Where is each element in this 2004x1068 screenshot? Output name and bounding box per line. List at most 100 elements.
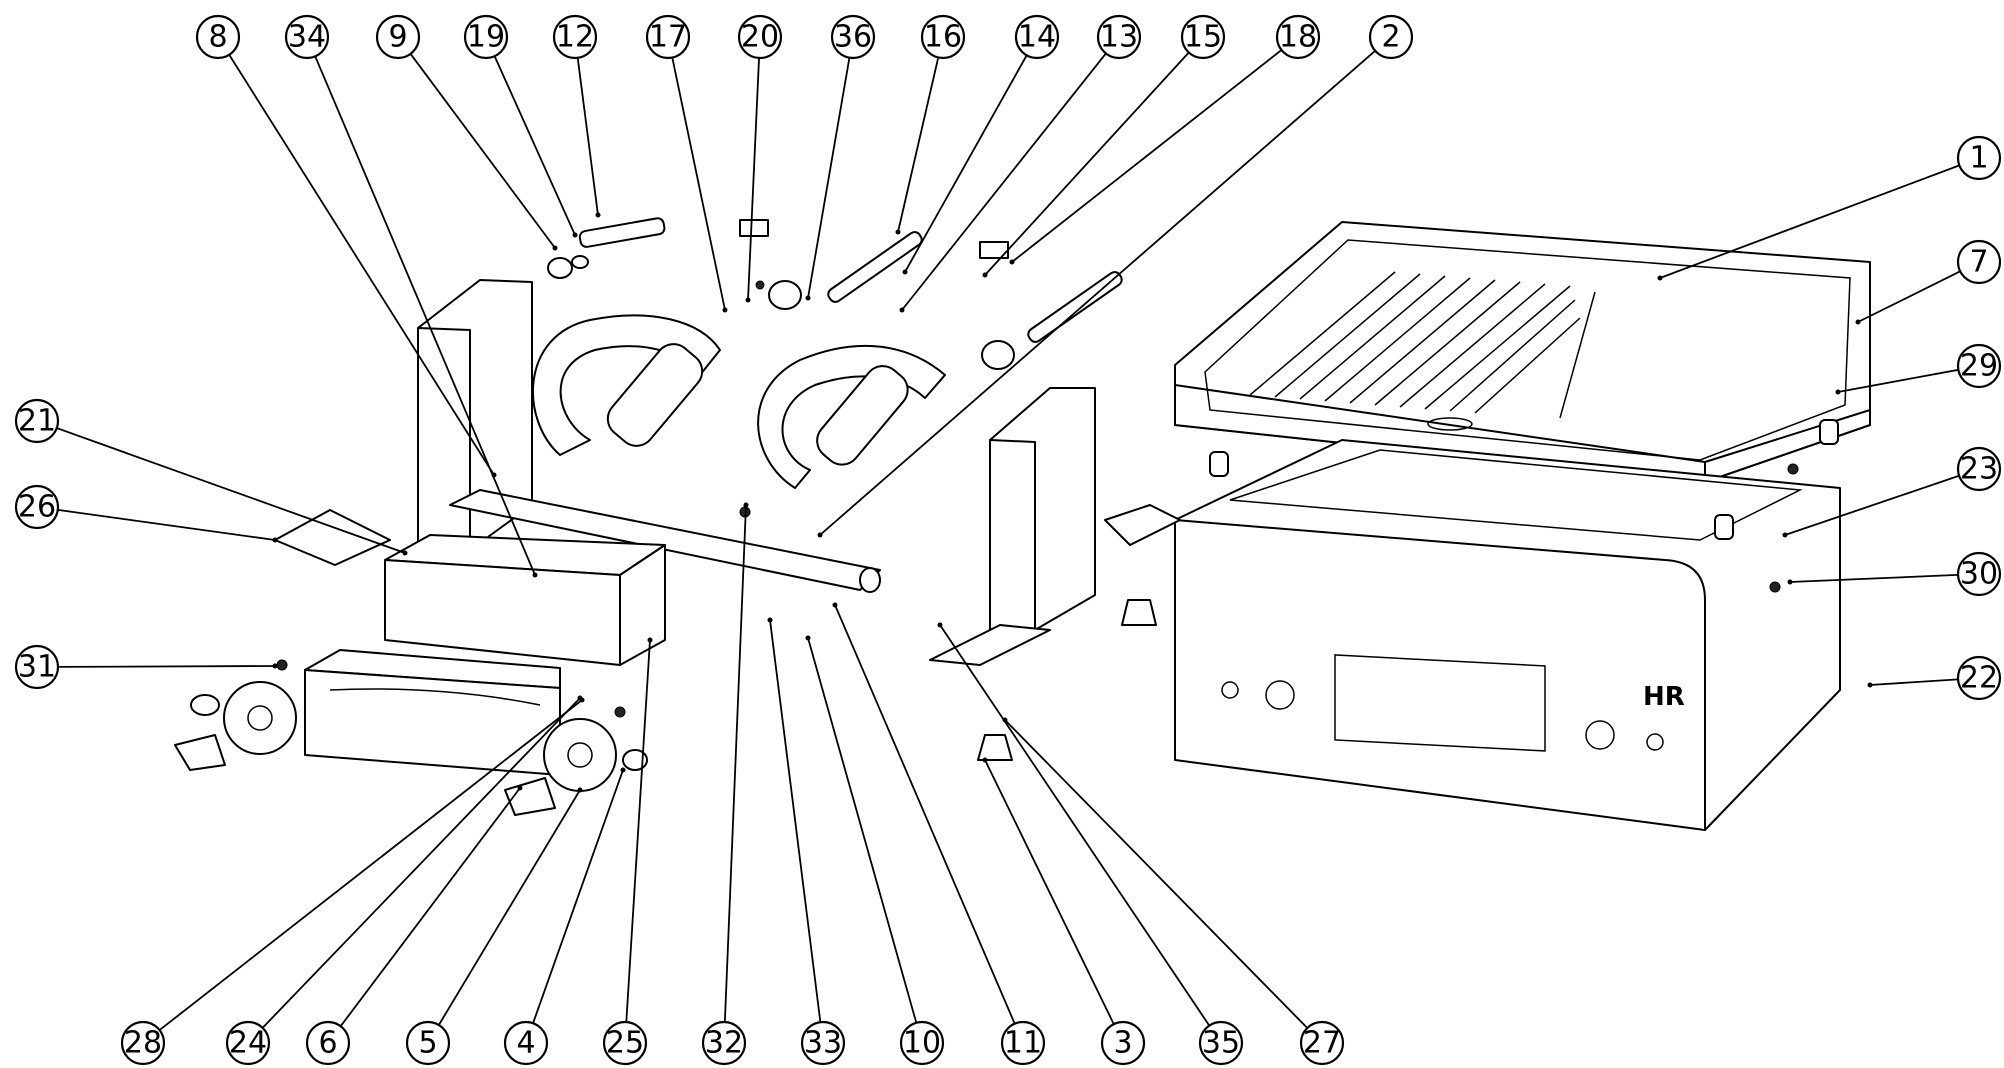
leader-tip-24 [577, 695, 583, 701]
leader-tip-23 [1782, 532, 1788, 538]
callout-number-25: 25 [606, 1026, 644, 1061]
callout-number-23: 23 [1960, 452, 1998, 487]
feet-and-spacers [977, 419, 1839, 761]
callout-circle-1 [1956, 135, 2002, 181]
callout-circle-17 [645, 14, 691, 60]
callout-number-24: 24 [229, 1026, 267, 1061]
control-knobs-part [174, 681, 648, 816]
callout-circle-35 [1198, 1020, 1244, 1066]
callout-circle-7 [1956, 239, 2002, 285]
callout-circle-19 [463, 14, 509, 60]
leader-tip-2 [817, 532, 823, 538]
callout-number-35: 35 [1202, 1026, 1240, 1061]
callout-circle-28 [120, 1020, 166, 1066]
callout-number-14: 14 [1018, 20, 1056, 55]
callout-number-6: 6 [318, 1026, 337, 1061]
callout-number-33: 33 [804, 1026, 842, 1061]
callout-number-18: 18 [1279, 20, 1317, 55]
callout-circle-25 [602, 1020, 648, 1066]
leader-line-17 [671, 57, 726, 311]
leader-line-16 [897, 57, 940, 233]
callout-number-22: 22 [1960, 661, 1998, 696]
callout-circle-34 [284, 14, 330, 60]
leader-line-36 [807, 57, 851, 299]
leader-tip-30 [1787, 579, 1793, 585]
leader-tip-31 [272, 663, 278, 669]
callout-number-3: 3 [1113, 1026, 1132, 1061]
leader-line-32 [723, 504, 747, 1023]
leader-line-8 [228, 54, 495, 476]
leader-tip-10 [805, 635, 811, 641]
callout-circle-32 [701, 1020, 747, 1066]
leader-tip-11 [832, 602, 838, 608]
leader-line-13 [901, 52, 1107, 311]
leader-tip-22 [1867, 682, 1873, 688]
leader-line-23 [1784, 474, 1960, 536]
corner-brackets [274, 504, 1181, 566]
grease-drawer-part [304, 649, 561, 776]
callout-number-2: 2 [1381, 20, 1400, 55]
leader-line-10 [807, 637, 918, 1024]
callout-circle-27 [1299, 1020, 1345, 1066]
brand-logo: HR [1643, 682, 1685, 712]
leader-tip-36 [805, 295, 811, 301]
callout-circle-18 [1275, 14, 1321, 60]
housing-body-part: HR [1174, 439, 1841, 831]
callout-circle-10 [899, 1020, 945, 1066]
leader-line-12 [576, 57, 599, 216]
callout-number-16: 16 [924, 20, 962, 55]
callout-circle-13 [1096, 14, 1142, 60]
leader-tip-29 [1835, 389, 1841, 395]
leader-line-18 [1011, 49, 1283, 263]
leader-line-4 [532, 769, 624, 1024]
callout-number-36: 36 [834, 20, 872, 55]
callout-circle-8 [195, 14, 241, 60]
callout-circle-31 [14, 644, 60, 690]
callout-circle-6 [305, 1020, 351, 1066]
leader-line-1 [1659, 164, 1960, 279]
callout-circle-30 [1956, 551, 2002, 597]
callout-circle-21 [14, 398, 60, 444]
leader-line-22 [1869, 678, 1959, 686]
callout-number-4: 4 [516, 1026, 535, 1061]
leader-line-29 [1837, 368, 1959, 393]
leader-tip-16 [895, 229, 901, 235]
leader-tip-34 [532, 572, 538, 578]
leader-tip-13 [899, 307, 905, 313]
leader-line-26 [57, 508, 276, 541]
leader-tip-15 [982, 272, 988, 278]
callout-number-10: 10 [903, 1026, 941, 1061]
right-side-panel-part [929, 387, 1096, 666]
callout-circle-11 [1000, 1020, 1046, 1066]
callout-number-1: 1 [1969, 141, 1988, 176]
callout-circle-20 [737, 14, 783, 60]
callout-circle-24 [225, 1020, 271, 1066]
leader-line-9 [409, 53, 556, 249]
leader-tip-3 [982, 757, 988, 763]
leader-line-5 [438, 789, 581, 1026]
leader-line-24 [261, 697, 581, 1029]
gas-manifold-part [449, 489, 881, 593]
callout-circle-36 [830, 14, 876, 60]
leader-line-11 [834, 604, 1016, 1025]
leader-tip-21 [402, 550, 408, 556]
leader-line-6 [339, 787, 521, 1027]
base-frame-part [384, 534, 666, 666]
leader-tip-20 [745, 297, 751, 303]
burner-two-part [757, 344, 946, 489]
leader-tip-12 [595, 212, 601, 218]
leader-tip-35 [937, 622, 943, 628]
callout-circle-12 [552, 14, 598, 60]
callout-number-8: 8 [208, 20, 227, 55]
leader-line-2 [819, 50, 1376, 536]
callout-circle-4 [503, 1020, 549, 1066]
callout-circle-22 [1956, 655, 2002, 701]
leader-line-7 [1857, 270, 1961, 323]
callout-circle-33 [800, 1020, 846, 1066]
leader-lines [56, 49, 1961, 1031]
callout-circle-26 [14, 484, 60, 530]
leader-tip-33 [767, 617, 773, 623]
leader-tip-4 [620, 767, 626, 773]
leader-line-35 [939, 624, 1211, 1027]
leader-tip-27 [1002, 717, 1008, 723]
